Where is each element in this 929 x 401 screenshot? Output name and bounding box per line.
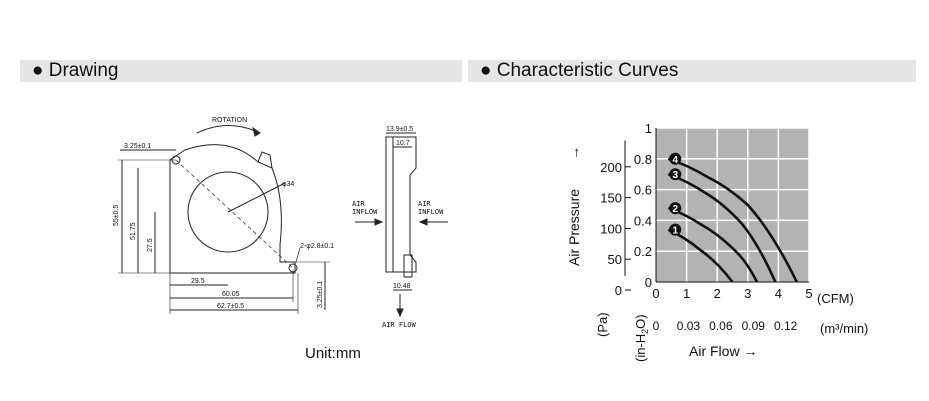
hole-centerline <box>175 159 294 269</box>
x-tick-label-cfm: 1 <box>683 286 690 301</box>
curve-4 <box>667 157 798 283</box>
y-tick-label-inh2o: 0.4 <box>634 213 652 228</box>
curves-section-header: ● Characteristic Curves <box>468 60 916 82</box>
drawing-title: ● Drawing <box>32 60 119 81</box>
x-tick-label-cfm: 4 <box>775 286 782 301</box>
outlet-tab <box>257 151 273 169</box>
air-inflow-right-arrowhead <box>418 218 428 226</box>
dim-diameter-label: φ34 <box>282 181 294 188</box>
x-tick-label-m3min: 0.06 <box>709 319 733 333</box>
y-tick-label-pa: 50 <box>608 252 622 267</box>
y-tick-label-inh2o: 0.2 <box>634 244 652 259</box>
curve-marker-4 <box>669 152 682 165</box>
air-flow-label: AIR FLOW <box>382 321 417 329</box>
x-unit-secondary: (m³/min) <box>820 321 868 336</box>
diameter-leader <box>227 182 286 213</box>
y-tick-label-pa: 100 <box>600 221 622 236</box>
side-labels: 13.9±0.5 10.7 10.48 AIR INFLOW AIR INFLO… <box>352 126 444 329</box>
dim-height-label: 55±0.5 <box>113 205 120 226</box>
y-tick-label-pa: 200 <box>600 160 622 175</box>
curve-2 <box>667 206 759 283</box>
side-thickness-label: 13.9±0.5 <box>386 126 413 133</box>
dim-hub-height-label: 27.5 <box>147 238 154 252</box>
dim-width-label: 62.7±0.5 <box>217 303 244 310</box>
rotation-arrow <box>196 125 261 134</box>
rotation-arrowhead <box>252 126 261 137</box>
curve-label-3: 3 <box>672 170 678 181</box>
curve-label-4: 4 <box>672 155 678 166</box>
y-axis-label: Air Pressure <box>566 189 582 266</box>
curve-label-1: 1 <box>672 226 678 237</box>
x-tick-label-m3min: 0 <box>653 319 660 333</box>
y-tick-label-pa: 0 <box>615 283 622 298</box>
y-tick-label-inh2o: 0 <box>645 275 652 290</box>
fan-housing <box>169 144 296 274</box>
air-inflow-left-line2: INFLOW <box>352 208 378 216</box>
impeller-circle <box>187 171 269 253</box>
curve-marker-1 <box>669 223 682 236</box>
unit-label: Unit:mm <box>305 345 361 362</box>
rotation-label: ROTATION <box>212 117 247 124</box>
x-tick-label-cfm: 3 <box>744 286 751 301</box>
curve-marker-2 <box>669 202 682 215</box>
air-inflow-right-line2: INFLOW <box>418 208 444 216</box>
dim-top-left-label: 3.25±0.1 <box>124 143 151 150</box>
side-inner-label: 10.7 <box>396 140 410 147</box>
hole-leader <box>295 247 301 263</box>
drawing-labels: ROTATION 3.25±0.1 55±0.5 51.75 27.5 φ34 … <box>113 117 334 310</box>
dim-hole-label: 2-φ2.8±0.1 <box>300 243 334 250</box>
dim-hole-span-label: 60.05 <box>222 291 240 298</box>
fan-front-view <box>118 125 330 314</box>
x-tick-label-m3min: 0.12 <box>774 319 798 333</box>
dim-inner-height-label: 51.75 <box>130 222 137 240</box>
x-unit-primary: (CFM) <box>817 291 854 306</box>
y-tick-label-pa: 150 <box>600 191 622 206</box>
side-body <box>385 136 417 273</box>
x-axis-label: Air Flow → <box>689 343 757 359</box>
air-flow-arrowhead <box>396 308 404 318</box>
y-tick-label-inh2o: 0.8 <box>634 152 652 167</box>
y-unit-primary: (Pa) <box>595 312 610 337</box>
x-tick-label-cfm: 2 <box>714 286 721 301</box>
fan-side-view <box>355 132 448 318</box>
dim-bottom-right-label: 3.25±0.1 <box>317 281 324 308</box>
curve-3 <box>667 172 777 283</box>
air-inflow-left-arrowhead <box>374 218 384 226</box>
curve-marker-3 <box>669 168 682 181</box>
curves-title: ● Characteristic Curves <box>480 60 679 81</box>
side-bottom-tab <box>403 254 413 278</box>
curve-label-2: 2 <box>672 204 678 215</box>
x-tick-label-cfm: 0 <box>652 286 659 301</box>
plot-curves: 1 2 3 4 <box>667 152 798 283</box>
y-tick-label-inh2o: 1 <box>645 121 652 136</box>
drawing-section-header: ● Drawing <box>20 60 462 82</box>
dim-hub-x-label: 29.5 <box>191 278 205 285</box>
x-tick-label-m3min: 0.09 <box>742 319 766 333</box>
y-unit-secondary: (in-H2O) <box>633 314 650 362</box>
side-bottom-label: 10.48 <box>393 283 411 290</box>
air-inflow-left-line1: AIR <box>352 200 365 208</box>
x-tick-label-cfm: 5 <box>805 286 812 301</box>
air-inflow-right-line1: AIR <box>418 200 431 208</box>
y-axis-arrow: → <box>566 146 582 160</box>
y-tick-label-inh2o: 0.6 <box>634 183 652 198</box>
x-tick-label-m3min: 0.03 <box>677 319 701 333</box>
